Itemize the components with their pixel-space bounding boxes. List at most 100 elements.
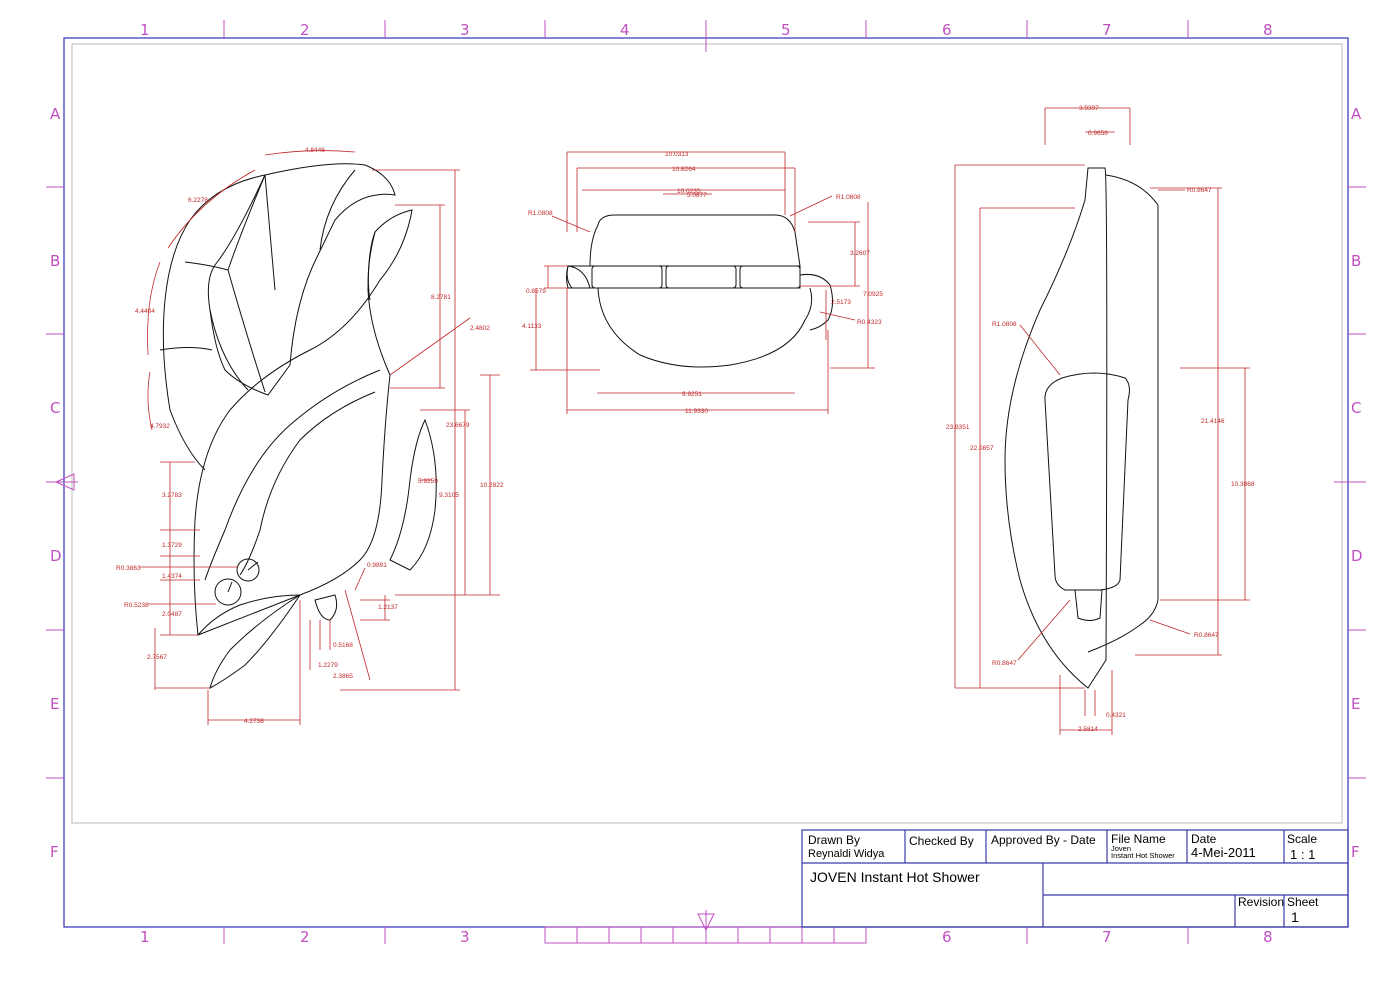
dim-left-10-2822: 10.2822 [480, 482, 504, 489]
dim-left-arc-1: 6.2278 [188, 197, 208, 204]
dim-left-arc-top: 4.8446 [305, 147, 325, 154]
zone-row-a-right: A [1351, 105, 1362, 123]
middle-view-dimension-labels: 10.0313 10.8264 10.0235 5.0877 R1.0808 R… [522, 151, 883, 415]
dim-mid-2-5173: 2.5173 [831, 299, 851, 306]
zone-labels: 1 2 3 4 5 6 7 8 1 2 3 6 7 8 A B C D E F … [50, 21, 1363, 946]
dim-mid-7-0925: 7.0925 [863, 291, 883, 298]
dim-right-22-0857: 22.0857 [970, 445, 994, 452]
approved-by-label: Approved By - Date [991, 833, 1096, 847]
dim-right-r-top: R0.8647 [1187, 187, 1212, 194]
dim-mid-10-8264: 10.8264 [672, 166, 696, 173]
scale-label: Scale [1287, 832, 1317, 846]
dim-mid-5-0877: 5.0877 [687, 192, 707, 199]
zone-row-f-right: F [1351, 843, 1360, 861]
drawing-title: JOVEN Instant Hot Shower [810, 869, 980, 885]
scale-value: 1 : 1 [1290, 847, 1315, 862]
dim-left-arc-5: 5.9259 [418, 478, 438, 485]
dim-mid-r-right: R1.0808 [836, 194, 861, 201]
file-name-label: File Name [1111, 832, 1166, 846]
left-view [140, 150, 500, 725]
dim-mid-10-0313: 10.0313 [665, 151, 689, 158]
zone-col-4-top: 4 [620, 21, 630, 39]
dim-left-0-5168: 0.5168 [333, 642, 353, 649]
zone-col-2-top: 2 [300, 21, 310, 39]
title-block: Drawn By Reynaldi Widya Checked By Appro… [801, 829, 1349, 928]
zone-col-2-bottom: 2 [300, 928, 310, 946]
drawing-area-border [71, 43, 1343, 824]
date-label: Date [1191, 832, 1217, 846]
zone-ticks [46, 20, 1366, 944]
border-frame [63, 37, 1349, 928]
sheet-label: Sheet [1287, 895, 1319, 909]
zone-col-5-top: 5 [781, 21, 791, 39]
dim-left-1-3729: 1.3729 [162, 542, 182, 549]
file-name-line1: Joven [1111, 844, 1131, 853]
dim-left-9-3105: 9.3105 [439, 492, 459, 499]
dim-mid-9-9251: 9.9251 [682, 391, 702, 398]
dim-left-4-2738: 4.2738 [244, 718, 264, 725]
zone-row-b-left: B [50, 252, 60, 270]
zone-row-c-right: C [1351, 399, 1361, 417]
dim-left-23-6679: 23.6679 [446, 422, 470, 429]
revision-label: Revision [1238, 895, 1284, 909]
dim-left-2-3865: 2.3865 [333, 673, 353, 680]
dim-right-3-9397: 3.9397 [1079, 105, 1099, 112]
dim-right-0-9656: 0.9656 [1088, 130, 1108, 137]
zone-col-3-top: 3 [460, 21, 470, 39]
dim-left-r-0-5238: R0.5238 [124, 602, 149, 609]
zone-col-8-bottom: 8 [1263, 928, 1273, 946]
dim-mid-r-0-4323: R0.4323 [857, 319, 882, 326]
dim-right-2-5814: 2.5814 [1078, 726, 1098, 733]
date-value: 4-Mei-2011 [1191, 845, 1256, 860]
dim-left-arc-4: 2.4802 [470, 325, 490, 332]
dim-left-2-7567: 2.7567 [147, 654, 167, 661]
dim-mid-11-9330: 11.9330 [685, 408, 708, 415]
zone-col-6-top: 6 [942, 21, 952, 39]
zone-row-b-right: B [1351, 252, 1361, 270]
zone-row-c-left: C [50, 399, 60, 417]
zone-col-6-bottom: 6 [942, 928, 952, 946]
drawn-by-label: Drawn By [808, 833, 860, 847]
right-view-dimension-labels: 3.9397 0.9656 R0.8647 R1.0808 23.9351 22… [946, 105, 1255, 733]
dim-right-0-4321: 0.4321 [1106, 712, 1126, 719]
zone-col-1-bottom: 1 [140, 928, 150, 946]
middle-view [530, 151, 875, 414]
dim-mid-r-left: R1.0808 [528, 210, 553, 217]
left-view-dimension-labels: 4.8446 6.2278 4.4404 4.7932 2.4802 5.925… [116, 147, 504, 725]
zone-col-7-top: 7 [1102, 21, 1112, 39]
file-name-line2: Instant Hot Shower [1111, 851, 1175, 860]
dim-right-r-bottom-left: R0.8647 [992, 660, 1017, 667]
zone-row-e-left: E [50, 695, 59, 713]
dim-right-21-4146: 21.4146 [1201, 418, 1225, 425]
zone-row-e-right: E [1351, 695, 1360, 713]
zone-col-1-top: 1 [140, 21, 150, 39]
dim-right-23-9351: 23.9351 [946, 424, 970, 431]
right-view [954, 107, 1250, 735]
sheet-value: 1 [1291, 909, 1299, 925]
dim-mid-4-1133: 4.1133 [522, 323, 542, 330]
zone-row-d-right: D [1351, 547, 1363, 565]
checked-by-label: Checked By [909, 834, 974, 848]
zone-row-d-left: D [50, 547, 62, 565]
dim-left-1-2137: 1.2137 [378, 604, 398, 611]
drawn-by-value: Reynaldi Widya [808, 848, 885, 860]
dim-left-arc-3: 4.7932 [150, 423, 170, 430]
zone-row-f-left: F [50, 843, 59, 861]
zone-col-7-bottom: 7 [1102, 928, 1112, 946]
dim-right-r-bottom-right: R0.8647 [1194, 632, 1219, 639]
zone-row-a-left: A [50, 105, 61, 123]
zone-col-8-top: 8 [1263, 21, 1273, 39]
dim-left-8-2781: 8.2781 [431, 294, 451, 301]
dim-left-1-4374: 1.4374 [162, 573, 182, 580]
dim-left-r-0-3863: R0.3863 [116, 565, 141, 572]
dim-left-1-2279: 1.2279 [318, 662, 338, 669]
zone-col-3-bottom: 3 [460, 928, 470, 946]
dim-right-r-1-0808: R1.0808 [992, 321, 1017, 328]
dim-left-arc-2: 4.4404 [135, 308, 155, 315]
dim-left-2-0487: 2.0487 [162, 611, 182, 618]
dim-mid-10-0235: 10.0235 [677, 188, 701, 195]
dim-mid-0-8579: 0.8579 [526, 288, 546, 295]
dim-left-arc-6: 0.9891 [367, 562, 387, 569]
dim-mid-3-2607: 3.2607 [850, 250, 870, 257]
